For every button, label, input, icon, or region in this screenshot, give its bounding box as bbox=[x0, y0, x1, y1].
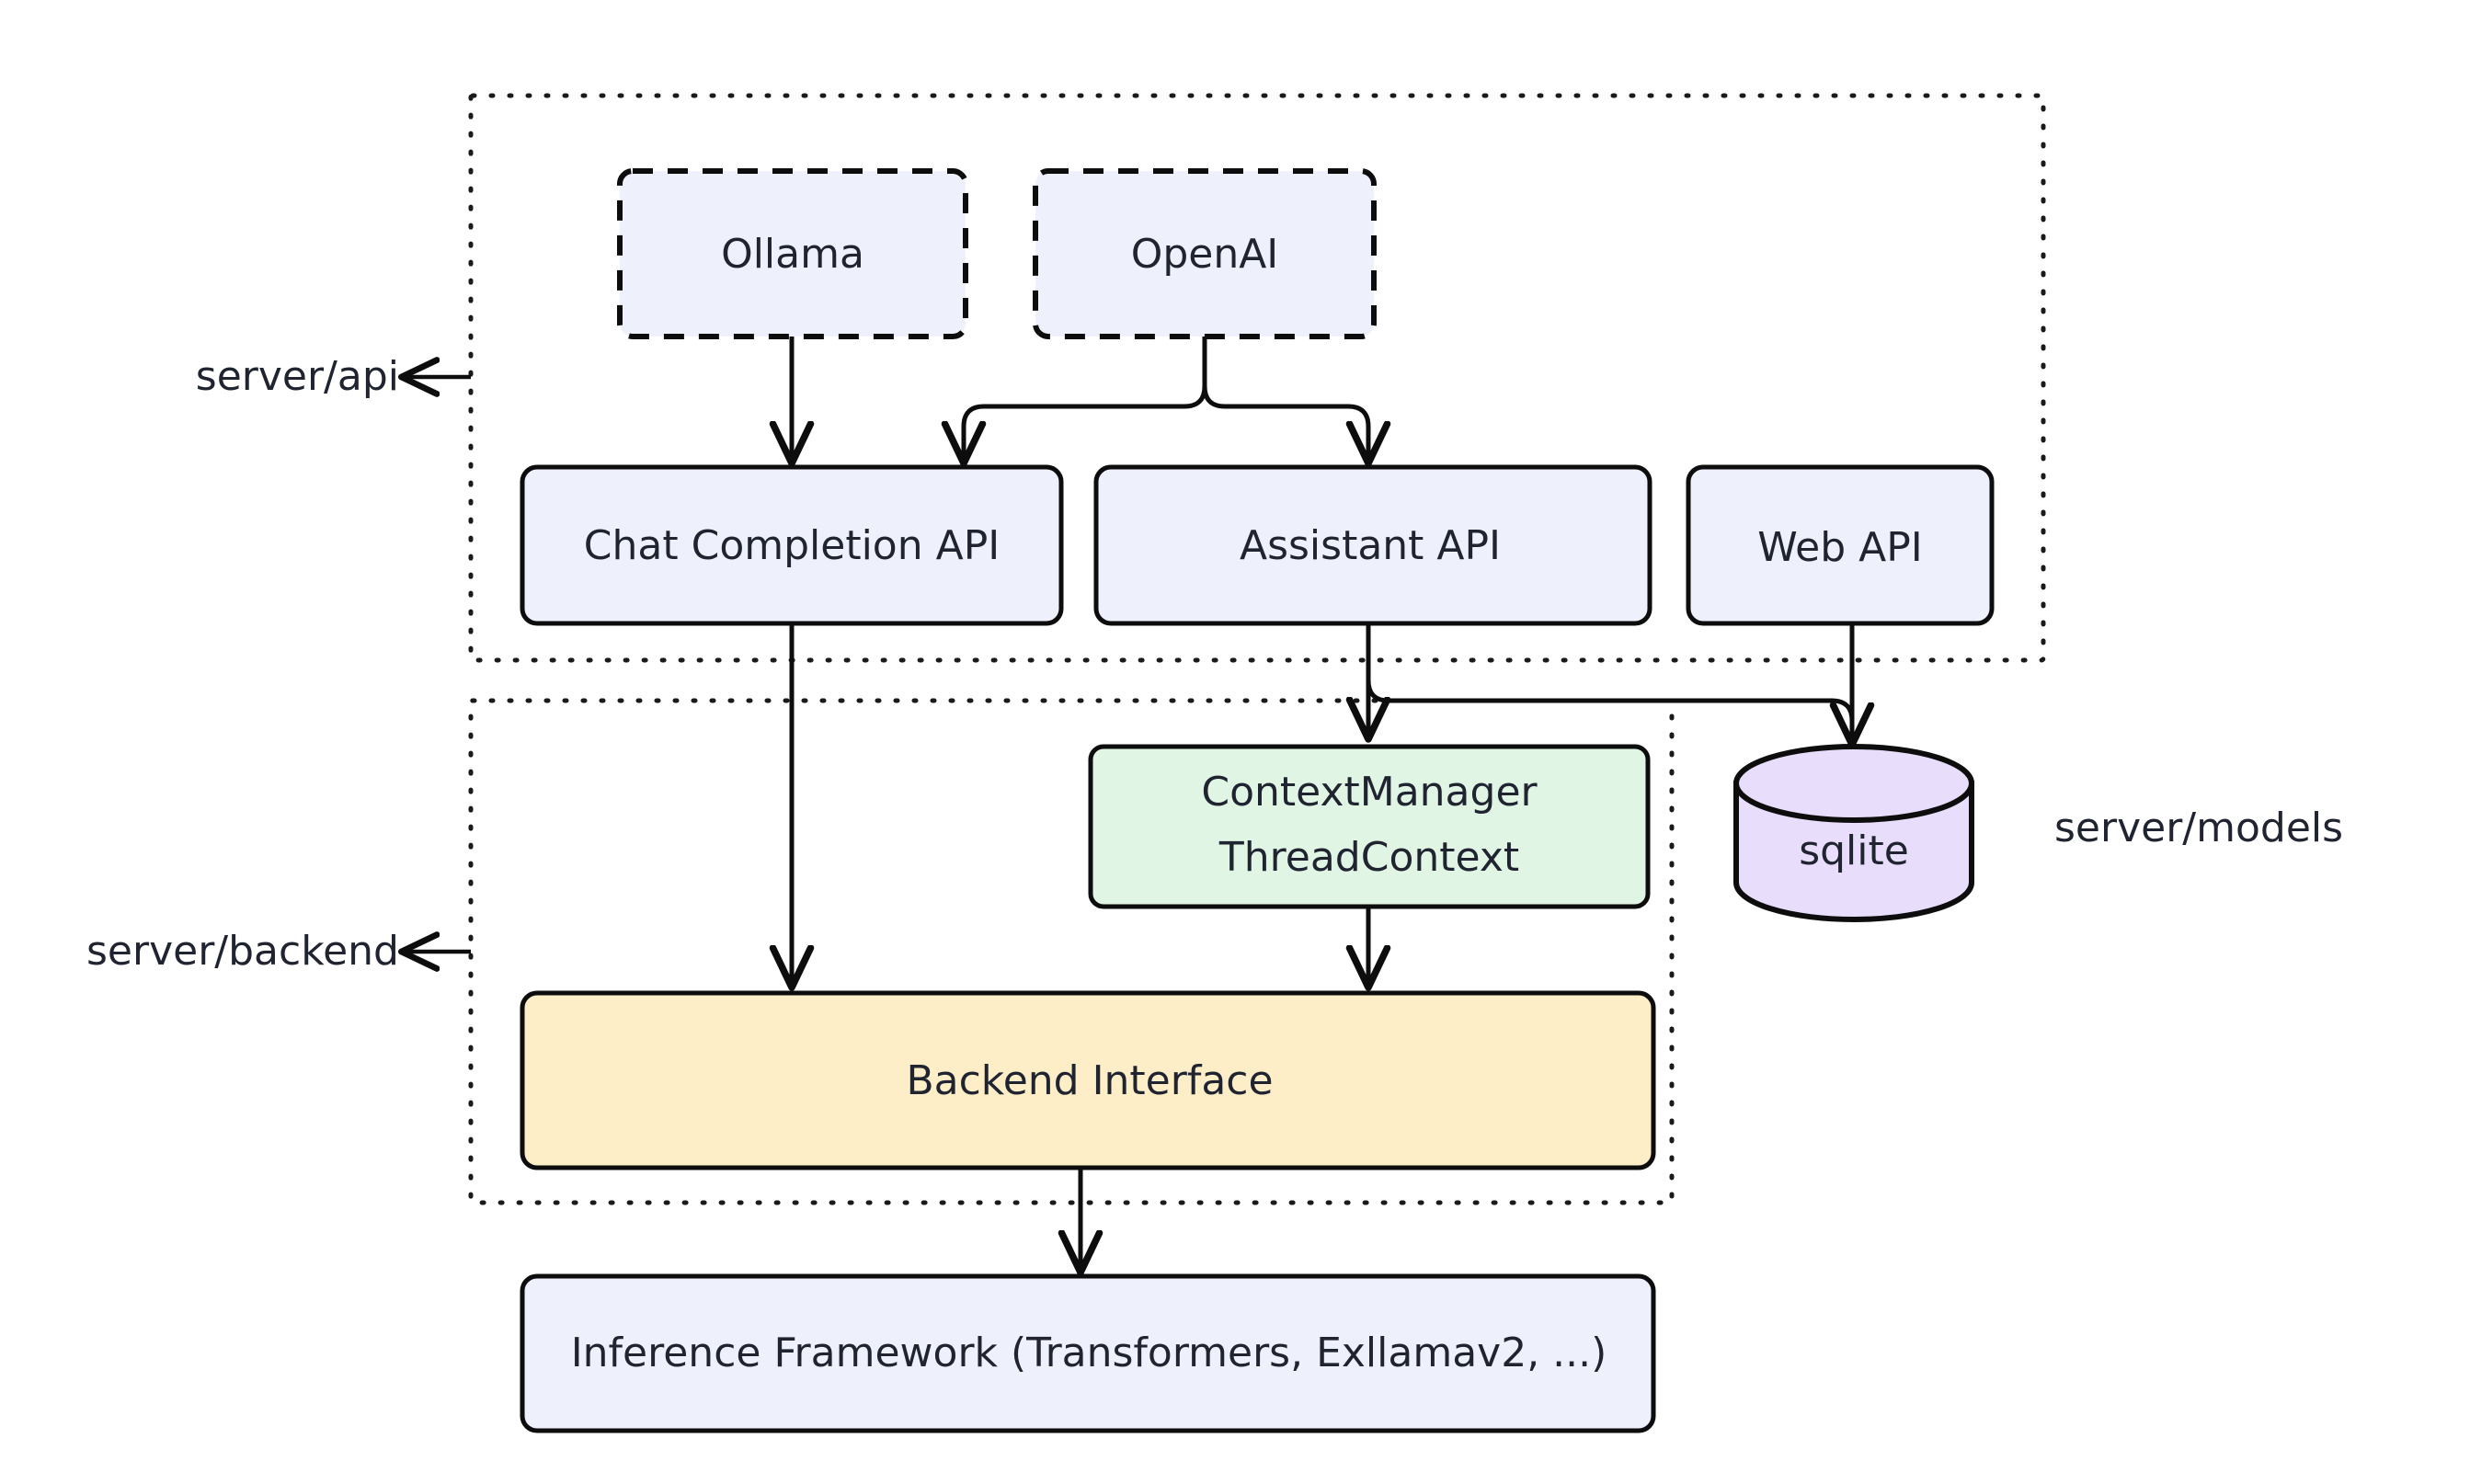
cluster-label-server-api: server/api bbox=[196, 353, 399, 400]
node-chat-completion-api-label: Chat Completion API bbox=[584, 522, 1000, 569]
node-backend-interface-shape[interactable] bbox=[520, 990, 1656, 1170]
node-sqlite[interactable]: sqlite bbox=[1733, 744, 1974, 922]
node-inference-framework-shape[interactable] bbox=[520, 1273, 1656, 1433]
node-chat-completion-api[interactable]: Chat Completion API bbox=[520, 464, 1064, 626]
node-sqlite-label: sqlite bbox=[1799, 828, 1909, 874]
edge-openai-to-assistant-api bbox=[1202, 337, 1368, 460]
node-openai-label: OpenAI bbox=[1131, 231, 1279, 278]
node-assistant-api-label: Assistant API bbox=[1240, 522, 1501, 569]
node-openai-shape[interactable] bbox=[1033, 168, 1377, 339]
node-inference-framework-label: Inference Framework (Transformers, Exlla… bbox=[571, 1330, 1607, 1376]
node-sqlite-top[interactable] bbox=[1733, 744, 1974, 823]
cluster-server-backend bbox=[468, 698, 1675, 1205]
node-chat-completion-api-shape[interactable] bbox=[520, 464, 1064, 626]
node-inference-framework[interactable]: Inference Framework (Transformers, Exlla… bbox=[520, 1273, 1656, 1433]
node-ollama[interactable]: Ollama bbox=[617, 168, 968, 339]
node-context-manager-shape[interactable] bbox=[1088, 744, 1651, 909]
node-ollama-label: Ollama bbox=[721, 231, 864, 278]
node-openai[interactable]: OpenAI bbox=[1033, 168, 1377, 339]
node-assistant-api[interactable]: Assistant API bbox=[1093, 464, 1652, 626]
node-thread-context-label: ThreadContext bbox=[1218, 834, 1519, 881]
node-ollama-shape[interactable] bbox=[617, 168, 968, 339]
node-backend-interface[interactable]: Backend Interface bbox=[520, 990, 1656, 1170]
node-assistant-api-shape[interactable] bbox=[1093, 464, 1652, 626]
node-web-api-shape[interactable] bbox=[1686, 464, 1995, 626]
node-web-api[interactable]: Web API bbox=[1686, 464, 1995, 626]
edge-openai-to-chat-api bbox=[964, 337, 1207, 460]
cluster-label-server-backend: server/backend bbox=[86, 928, 399, 975]
edge-assistant-api-to-sqlite bbox=[1366, 634, 1855, 736]
cluster-label-server-models: server/models bbox=[2054, 805, 2343, 851]
node-backend-interface-label: Backend Interface bbox=[906, 1057, 1273, 1104]
node-web-api-label: Web API bbox=[1757, 524, 1923, 571]
node-context-manager[interactable]: ContextManager ThreadContext bbox=[1088, 744, 1651, 909]
node-context-manager-label: ContextManager bbox=[1201, 769, 1538, 816]
